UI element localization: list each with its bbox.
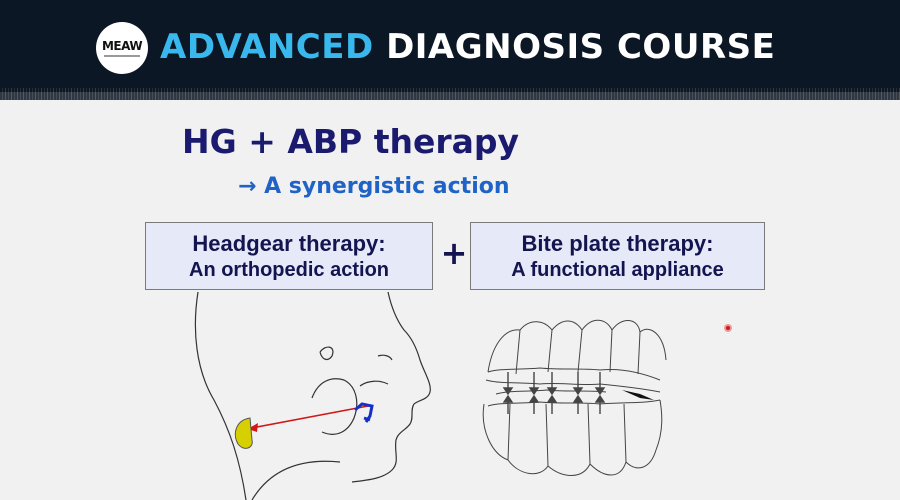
cervical-pad-icon <box>234 417 253 449</box>
header-bar <box>0 0 900 92</box>
logo-text: MEAW <box>101 38 143 53</box>
logo-badge: MEAW <box>96 22 148 74</box>
force-arrow-icon <box>251 405 369 429</box>
header-edge <box>0 88 900 100</box>
headgear-box-line1: Headgear therapy: <box>192 230 386 256</box>
face-profile-drawing <box>194 291 431 500</box>
headgear-box-line2: An orthopedic action <box>189 258 389 281</box>
plus-sign: + <box>440 234 468 272</box>
bite-plate-box-line2: A functional appliance <box>511 258 724 281</box>
slide-subline: → A synergistic action <box>238 174 510 199</box>
slide-headline: HG + ABP therapy <box>182 122 520 161</box>
course-title-rest: DIAGNOSIS COURSE <box>386 27 776 67</box>
course-title-accent: ADVANCED <box>160 27 374 67</box>
laser-pointer-core <box>726 326 730 330</box>
bite-plate-icon <box>622 390 654 400</box>
dentition-drawing <box>482 319 667 476</box>
bite-plate-box-line1: Bite plate therapy: <box>521 230 714 256</box>
logo-underline <box>104 54 140 57</box>
course-title: ADVANCED DIAGNOSIS COURSE <box>160 20 775 74</box>
bite-plate-therapy-box: Bite plate therapy: A functional applian… <box>470 222 765 290</box>
headgear-therapy-box: Headgear therapy: An orthopedic action <box>145 222 433 290</box>
appliance-icon <box>354 402 374 423</box>
occlusal-arrows <box>502 372 606 414</box>
